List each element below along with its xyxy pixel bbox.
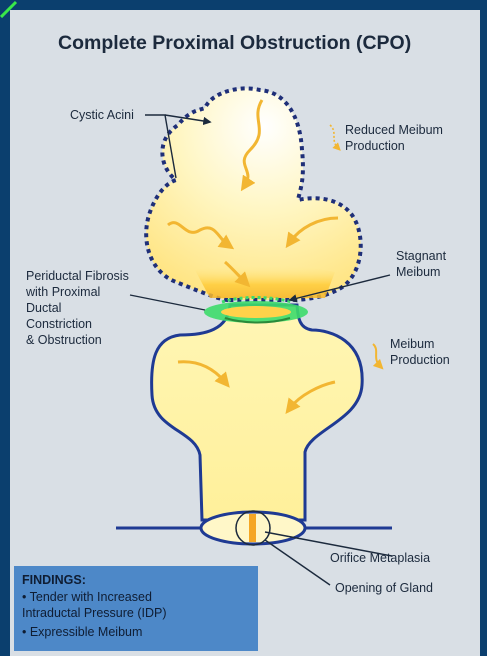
production-glyph [373, 344, 380, 366]
findings-item: • Expressible Meibum [22, 624, 142, 640]
orifice-metaplasia-bar [249, 514, 256, 542]
label-periductal-fibrosis: Periductal Fibrosis with Proximal Ductal… [26, 268, 129, 348]
findings-heading: FINDINGS: [22, 572, 86, 588]
findings-box: FINDINGS: • Tender with Increased Intrad… [14, 566, 258, 651]
label-stagnant-meibum: Stagnant Meibum [396, 248, 446, 280]
label-cystic-acini: Cystic Acini [70, 107, 134, 123]
reduced-production-glyph [330, 125, 338, 148]
label-meibum-production: Meibum Production [390, 336, 450, 368]
label-opening-of-gland: Opening of Gland [335, 580, 433, 596]
label-orifice-metaplasia: Orifice Metaplasia [330, 550, 430, 566]
findings-item: • Tender with Increased Intraductal Pres… [22, 589, 167, 621]
stagnant-meibum-zone [195, 264, 335, 298]
label-reduced-meibum-production: Reduced Meibum Production [345, 122, 443, 154]
duct-body [152, 305, 363, 520]
diagram-title: Complete Proximal Obstruction (CPO) [58, 32, 478, 55]
